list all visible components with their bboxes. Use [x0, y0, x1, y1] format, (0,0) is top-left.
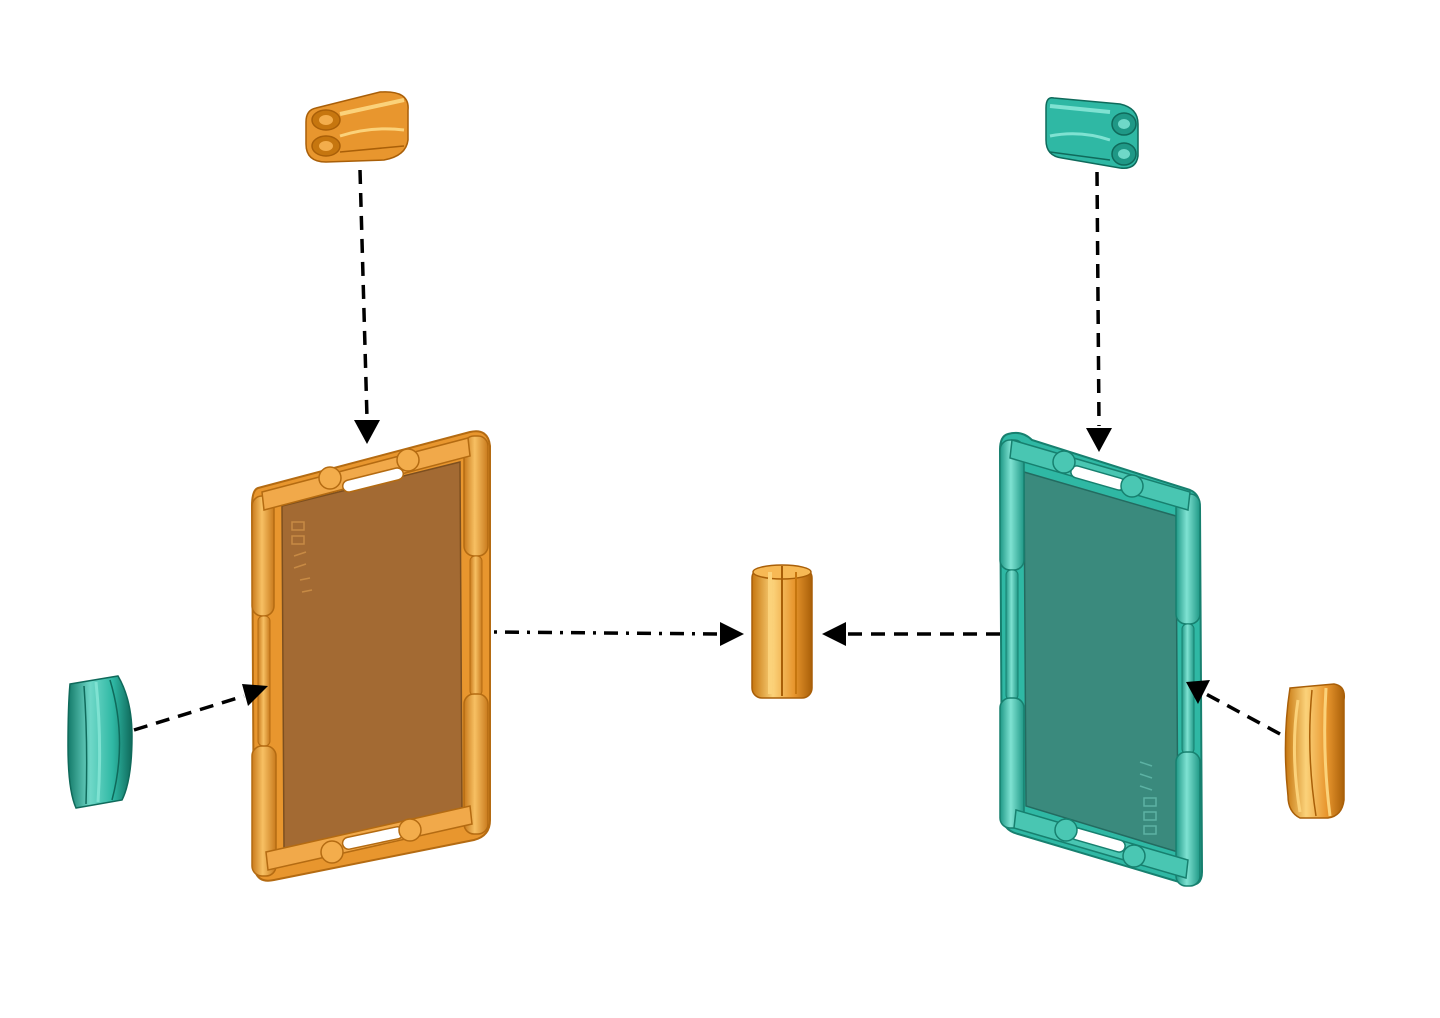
arrow-orange-clip-to-frame: [360, 170, 367, 418]
arrow-orange-frame-to-connector: [494, 632, 720, 634]
orange-left-rail: [252, 496, 274, 616]
teal-top-knob-left: [1053, 451, 1075, 473]
teal-left-rail-lower: [1000, 698, 1024, 828]
arrow-teal-side-clip-to-orange-frame: [134, 696, 244, 730]
orange-center-connector: [752, 565, 812, 698]
orange-top-knob-right: [397, 449, 419, 471]
arrow-orange-side-clip-to-teal-frame: [1206, 694, 1280, 734]
arrowhead-teal-clip: [1086, 428, 1112, 452]
orange-side-clip: [1285, 684, 1344, 818]
teal-frame-inner-panel: [1024, 472, 1178, 852]
teal-double-clip-top: [1046, 98, 1138, 169]
teal-right-rail: [1176, 494, 1200, 624]
orange-bottom-knob-right: [399, 819, 421, 841]
teal-bottom-knob-right: [1123, 845, 1145, 867]
orange-left-rail-thin: [258, 616, 270, 746]
orange-double-clip-top: [306, 92, 408, 162]
arrowhead-orange-frame-connector: [720, 622, 744, 646]
teal-frame-panel: [1000, 433, 1202, 886]
orange-frame-inner-panel: [282, 462, 462, 850]
teal-side-clip: [68, 676, 132, 808]
teal-bottom-knob-left: [1055, 819, 1077, 841]
arrow-teal-clip-to-frame: [1097, 172, 1099, 426]
orange-right-rail-thin: [470, 556, 482, 696]
orange-frame-panel: [252, 431, 490, 880]
arrowhead-orange-clip: [354, 420, 380, 444]
arrowhead-teal-frame-connector: [822, 622, 846, 646]
teal-top-knob-right: [1121, 475, 1143, 497]
orange-top-knob-left: [319, 467, 341, 489]
teal-left-rail-thin: [1006, 570, 1018, 700]
orange-bottom-knob-left: [321, 841, 343, 863]
